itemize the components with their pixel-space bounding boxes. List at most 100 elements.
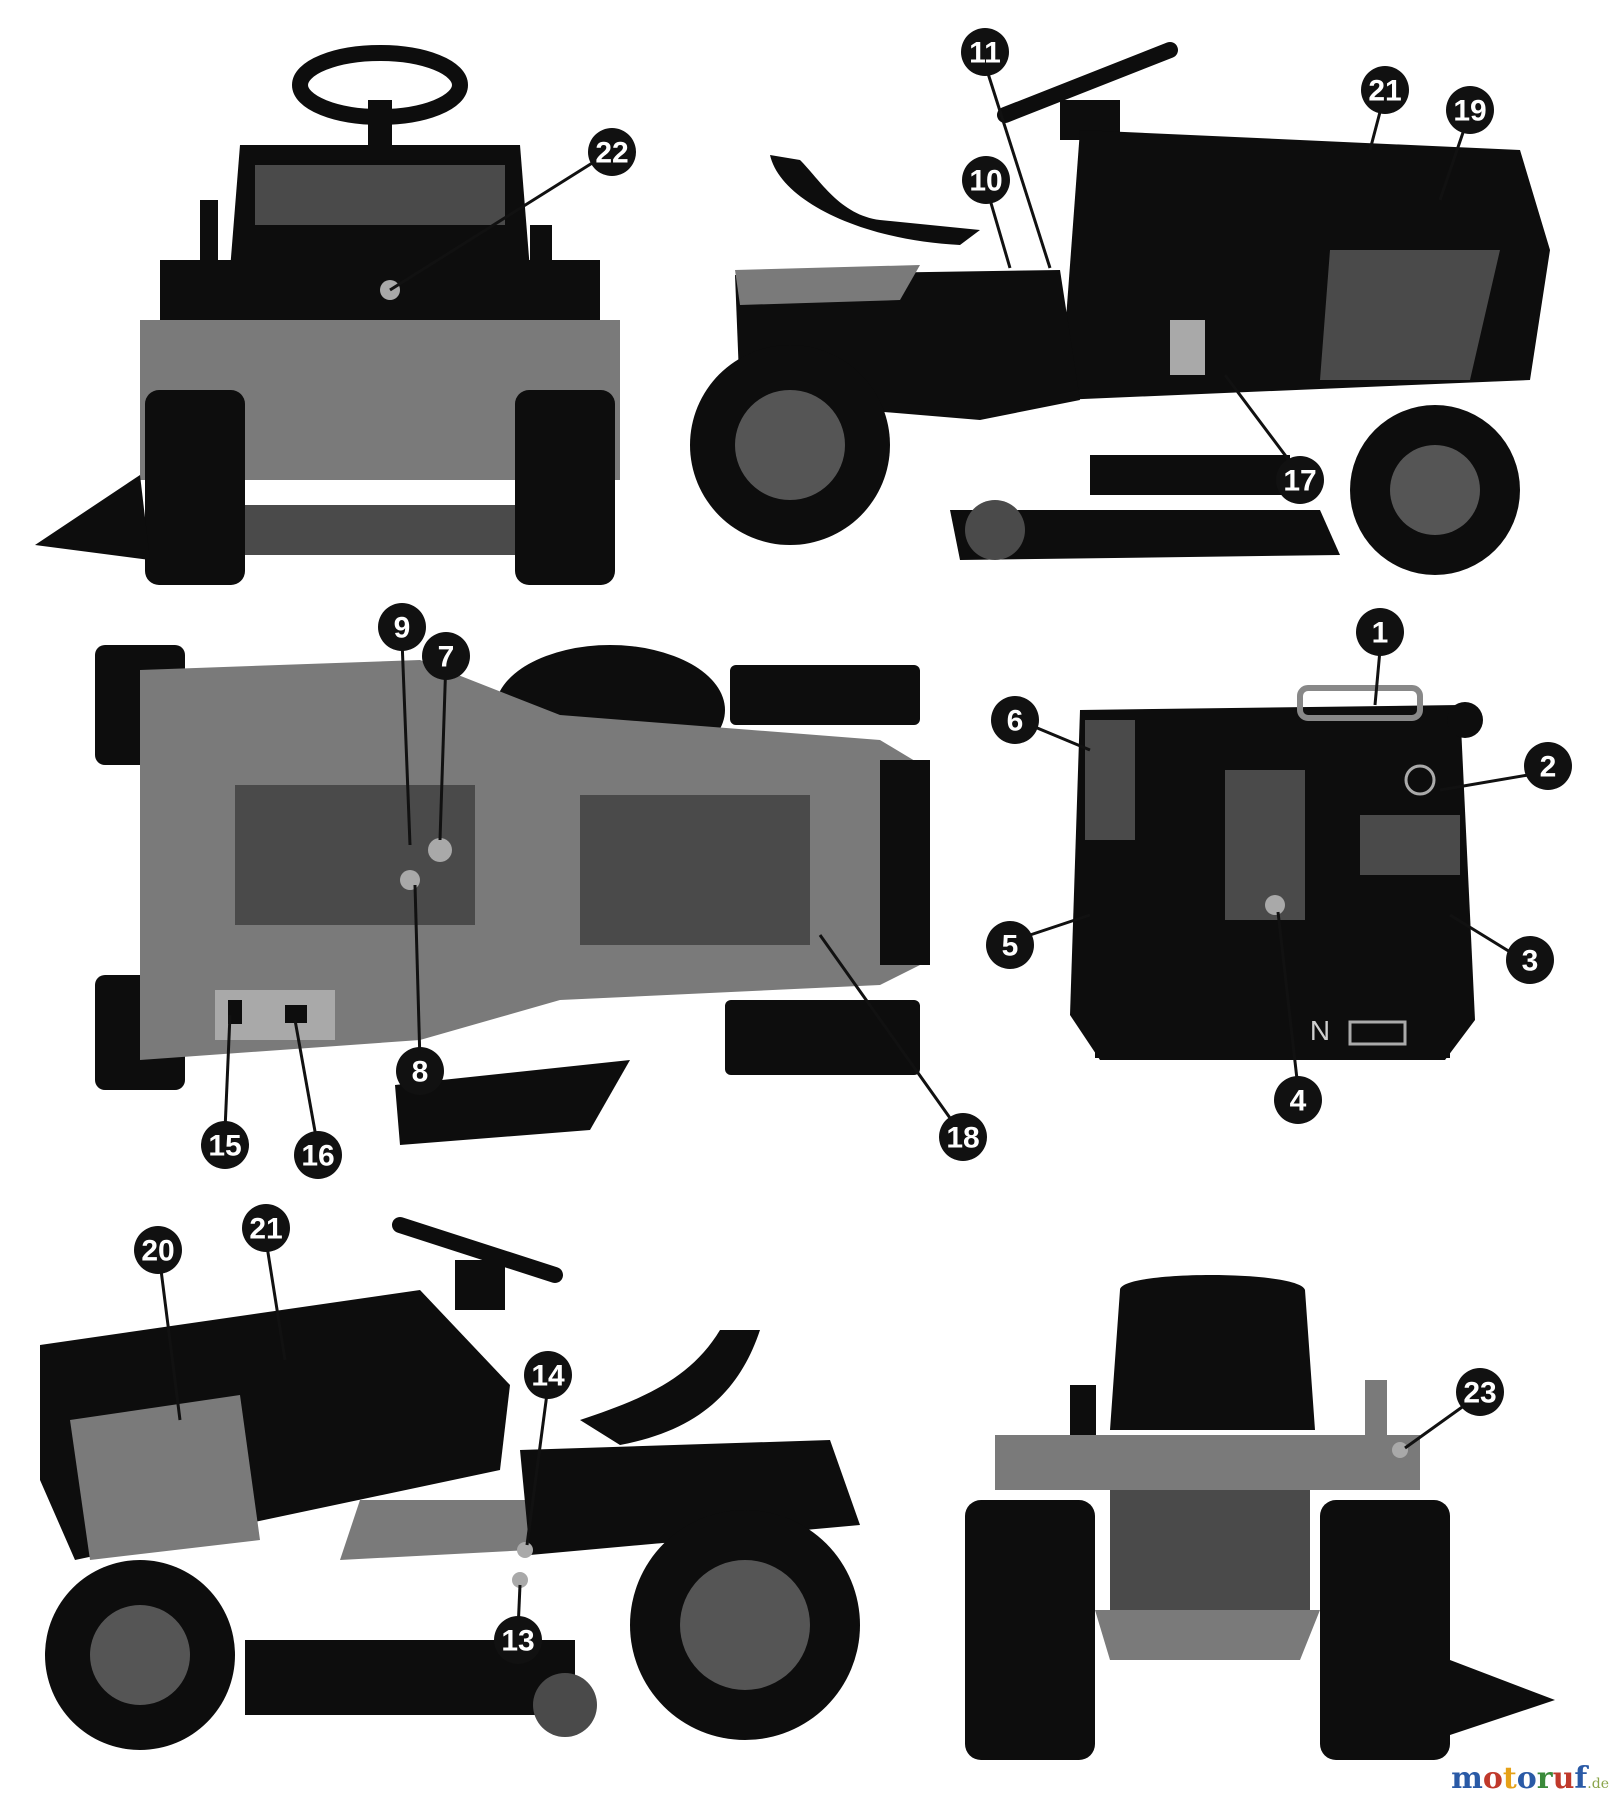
dash-neutral-indicator	[1348, 1020, 1407, 1046]
left-deck-wheel	[533, 1673, 597, 1737]
dashboard-detail: N	[1070, 685, 1483, 1060]
top-front-right-tire	[725, 1000, 920, 1075]
svg-text:16: 16	[301, 1140, 334, 1173]
svg-text:8: 8	[412, 1056, 429, 1089]
side-hood-vent	[1320, 250, 1500, 380]
leader-14	[525, 1385, 550, 1546]
side-deck-wheel	[965, 500, 1025, 560]
callout-6: 6	[991, 696, 1039, 744]
leader-9	[400, 639, 412, 846]
callout-11: 11	[961, 28, 1009, 76]
callout-23: 23	[1456, 1368, 1504, 1416]
leader-5	[1029, 913, 1091, 937]
side-decal-17	[1170, 320, 1205, 375]
rear-frame	[1110, 1490, 1310, 1610]
rear-decal-23	[1392, 1442, 1408, 1458]
svg-text:9: 9	[394, 612, 411, 645]
top-hood-front	[880, 760, 930, 965]
svg-text:7: 7	[438, 641, 455, 674]
callout-10: 10	[962, 156, 1010, 204]
leader-2	[1439, 773, 1529, 792]
leader-8	[413, 884, 422, 1063]
svg-text:1: 1	[1372, 617, 1389, 650]
dash-knob-top	[1447, 702, 1483, 738]
svg-text:21: 21	[1368, 75, 1401, 108]
callout-17: 17	[1276, 456, 1324, 504]
rear-view	[965, 1275, 1555, 1760]
front-right-side-hub	[1390, 445, 1480, 535]
leader-20	[158, 1261, 182, 1421]
top-front-left-tire	[730, 665, 920, 725]
side-fender	[735, 265, 920, 305]
svg-text:10: 10	[969, 165, 1002, 198]
front-right-tire	[515, 390, 615, 585]
left-steering-column	[455, 1260, 505, 1310]
watermark-suffix: .de	[1587, 1776, 1609, 1792]
steering-column	[368, 100, 392, 145]
dash-neutral-label: N	[1310, 1015, 1330, 1046]
side-seat	[770, 155, 980, 245]
svg-text:18: 18	[946, 1122, 979, 1155]
dash-ignition	[1404, 764, 1436, 796]
svg-text:20: 20	[141, 1235, 174, 1268]
left-front-hub	[90, 1605, 190, 1705]
dash-base	[1095, 1010, 1450, 1058]
leader-11	[983, 63, 1052, 269]
callout-20: 20	[134, 1226, 182, 1274]
callout-19: 19	[1446, 86, 1494, 134]
rear-fender	[995, 1435, 1420, 1490]
callout-4: 4	[1274, 1076, 1322, 1124]
side-mower-deck	[950, 510, 1340, 560]
callout-16: 16	[294, 1131, 342, 1179]
top-mower-chute	[395, 1060, 630, 1145]
top-decal-16	[285, 1005, 307, 1023]
svg-text:17: 17	[1283, 465, 1316, 498]
leader-23	[1404, 1403, 1466, 1450]
right-side-view	[690, 42, 1550, 575]
svg-text:3: 3	[1522, 945, 1539, 978]
dash-decal-4	[1265, 895, 1285, 915]
front-left-tire	[145, 390, 245, 585]
left-decal-14	[517, 1542, 533, 1558]
callout-21b: 21	[242, 1204, 290, 1252]
left-rear-hub	[680, 1560, 810, 1690]
top-hood-grille	[580, 795, 810, 945]
rear-axle	[1095, 1610, 1320, 1660]
leader-6	[1029, 723, 1091, 752]
top-decal-8	[400, 870, 420, 890]
left-seat	[580, 1330, 760, 1445]
svg-text:2: 2	[1540, 751, 1557, 784]
dash-left-panel	[1085, 720, 1135, 840]
side-steering-wheel	[997, 42, 1178, 123]
front-lever-right	[530, 225, 552, 270]
rear-lever-right	[1365, 1380, 1387, 1435]
top-decal-15	[228, 1000, 242, 1024]
left-hood-vent	[70, 1395, 260, 1560]
svg-text:4: 4	[1290, 1085, 1307, 1118]
rear-right-hub	[735, 390, 845, 500]
callout-15: 15	[201, 1121, 249, 1169]
dash-center-decal	[1225, 770, 1305, 920]
leader-18	[818, 934, 957, 1126]
front-grille	[255, 165, 505, 225]
callout-5: 5	[986, 921, 1034, 969]
callout-18: 18	[939, 1113, 987, 1161]
leader-15	[223, 1014, 232, 1131]
callout-2: 2	[1524, 742, 1572, 790]
svg-text:11: 11	[969, 37, 1001, 70]
top-decal-7	[428, 838, 452, 862]
top-view	[95, 645, 930, 1145]
dash-right-decal	[1360, 815, 1460, 875]
leader-1	[1373, 649, 1382, 706]
leader-16	[293, 1019, 320, 1149]
svg-text:21: 21	[249, 1213, 282, 1246]
callout-21a: 21	[1361, 66, 1409, 114]
svg-text:15: 15	[208, 1130, 241, 1163]
svg-text:14: 14	[531, 1360, 565, 1393]
callout-9: 9	[378, 603, 426, 651]
top-body	[140, 660, 930, 1060]
svg-text:23: 23	[1463, 1377, 1496, 1410]
svg-text:19: 19	[1453, 95, 1486, 128]
rear-right-tire	[1320, 1500, 1450, 1760]
